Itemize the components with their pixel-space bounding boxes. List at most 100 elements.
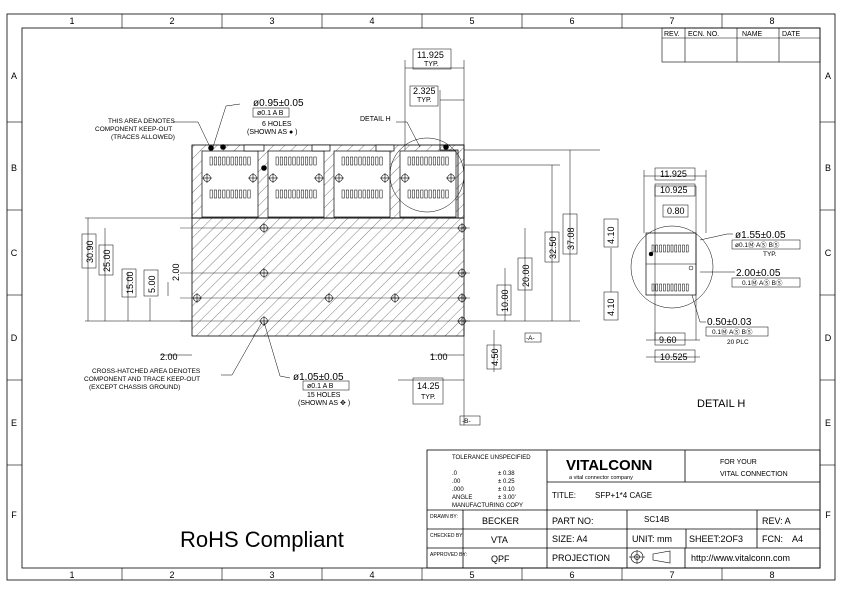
pin-pad [284,156,288,166]
dim-h-14-25: 14.25 [417,381,440,391]
tolerance-title: TOLERANCE UNSPECIFIED [452,455,531,461]
grid-row-left-F: F [11,510,17,520]
pin-pad [279,189,283,199]
dim-v-5-00: 5.00 [147,275,157,293]
pin-pad [239,189,243,199]
pin-pad [313,156,317,166]
grid-col-bottom-7: 7 [669,570,674,580]
pin-pad [230,156,234,166]
dim-h-typ: TYP. [421,394,436,401]
detail-h-view [603,167,801,363]
grid-col-top-1: 1 [69,16,74,26]
pin-pad [218,189,222,199]
tol-k-1: .00 [452,479,461,485]
small-hole [261,165,267,171]
detail-pin [670,244,674,253]
dim-top-typ1: TYP. [424,61,439,68]
date-header: DATE [782,31,800,38]
pin-pad [243,189,247,199]
pin-pad [309,189,313,199]
dim-top-typ2: TYP. [417,97,432,104]
grid-ticks [7,14,835,580]
grid-row-right-A: A [825,71,831,81]
pin-pad [424,156,428,166]
projection-label: PROJECTION [552,553,610,563]
grid-col-bottom-2: 2 [169,570,174,580]
detail-dim-11925: 11.925 [660,169,687,179]
detail-pin [651,283,655,292]
grid-col-top-3: 3 [269,16,274,26]
pin-pad [296,189,300,199]
title-value: SFP+1*4 CAGE [595,491,652,500]
port-1 [201,150,259,218]
detail-pin [666,244,670,253]
drawn-value: BECKER [482,516,520,526]
pin-pad [275,156,279,166]
dim-top-11925: 11.925 [417,50,444,60]
grid-row-right-D: D [825,333,832,343]
grid-col-top-6: 6 [569,16,574,26]
dim-v-2-00: 2.00 [171,263,181,281]
detail-dim-0-50: 0.50±0.03 [707,317,752,328]
grid-row-left-D: D [11,333,18,343]
grid-row-left-C: C [11,248,18,258]
pin-pad [234,189,238,199]
pin-pad [345,189,349,199]
detail-pin [682,244,685,253]
grid-col-bottom-6: 6 [569,570,574,580]
title-block-frame [426,449,821,569]
pin-pad [345,156,349,166]
dim-v-20-00: 20.00 [521,264,531,287]
port-3 [333,150,391,218]
pin-pad [424,189,428,199]
pin-pad [341,189,345,199]
small-hole [208,145,214,151]
grid-row-right-F: F [825,510,831,520]
pin-pad [441,189,445,199]
detail-ref: DETAIL H [360,116,391,123]
unit-label: UNIT: mm [632,534,672,544]
checked-label: CHECKED BY: [430,533,464,539]
ecn-header: ECN. NO. [688,31,719,38]
hole-small-shown: (SHOWN AS ● ) [247,129,298,136]
pin-pad [432,189,436,199]
pin-pad [292,156,296,166]
pin-pad [407,189,411,199]
pin-pad [437,156,441,166]
grid-col-bottom-1: 1 [69,570,74,580]
revision-block [661,27,821,63]
dim-v-15-00: 15.00 [125,271,135,294]
pin-pad [288,156,292,166]
pin-pad [445,189,449,199]
pin-pad [305,189,309,199]
inner-border [21,27,821,569]
detail-dim-2-00-frame: 0.1Ⓜ AⓈ BⓈ [742,279,783,287]
drawn-label: DRAWN BY: [430,514,458,520]
grid-row-right-E: E [825,418,831,428]
detail-dim-9-60: 9.60 [659,335,677,345]
pin-pad [411,189,415,199]
detail-pin [655,283,659,292]
approved-value: QPF [491,554,510,564]
pin-pad [407,156,411,166]
pin-pad [247,156,251,166]
company-tagline: a vital connector company [569,475,633,481]
detail-title: DETAIL H [697,398,745,410]
pin-pad [247,189,251,199]
sheet-label: SHEET:2OF3 [689,534,743,544]
grid-col-bottom-4: 4 [369,570,374,580]
detail-pin [659,244,662,253]
detail-dim-0-50-frame: 0.1Ⓜ AⓈ BⓈ [712,328,753,336]
pin-pad [213,156,217,166]
pin-pad [226,189,230,199]
pin-pad [432,156,436,166]
pin-pad [350,156,354,166]
projection-symbol [629,550,671,564]
pin-pad [222,189,226,199]
pin-pad [371,189,375,199]
hole-large-frame: ø0.1 A B [307,383,334,390]
pin-pad [350,189,354,199]
detail-hole-155-frame: ø0.1Ⓜ AⓈ BⓈ [735,241,780,249]
hatched-keepout [191,217,465,337]
